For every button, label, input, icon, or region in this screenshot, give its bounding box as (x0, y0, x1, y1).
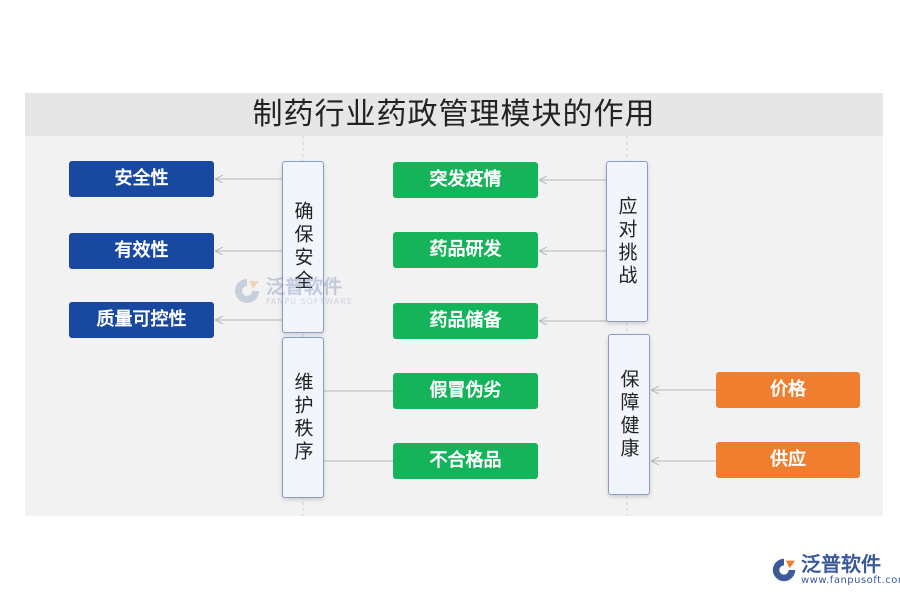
drug-reserve-box: 药品储备 (393, 303, 538, 339)
watermark-logo-icon (235, 279, 259, 303)
drug-rd-box: 药品研发 (393, 232, 538, 268)
nonconforming-box: 不合格品 (393, 443, 538, 479)
watermark-name: 泛普软件 (266, 275, 343, 298)
efficacy-box: 有效性 (69, 233, 214, 269)
brand-logo: 泛普软件 www.fanpusoft.com (770, 553, 900, 586)
title-bar (25, 93, 883, 136)
hub-ensure-safety: 确保安全 (282, 161, 324, 333)
hub-meet-challenges: 应对挑战 (606, 161, 648, 322)
hub-maintain-order-label: 维护秩序 (291, 371, 314, 464)
hub-protect-health-label: 保障健康 (617, 368, 640, 461)
diagram-title: 制药行业药政管理模块的作用 (252, 97, 656, 132)
epidemic-box: 突发疫情 (393, 162, 538, 198)
safety-box: 安全性 (69, 161, 214, 197)
hub-maintain-order: 维护秩序 (282, 337, 324, 498)
watermark-sub: FANPU SOFTWARE (266, 296, 353, 306)
watermark: 泛普软件 FANPU SOFTWARE (232, 276, 353, 306)
supply-box: 供应 (716, 442, 860, 478)
quality-control-box: 质量可控性 (69, 302, 214, 338)
hub-ensure-safety-label: 确保安全 (291, 201, 314, 293)
hub-meet-challenges-label: 应对挑战 (615, 195, 638, 288)
price-box: 价格 (716, 372, 860, 408)
counterfeit-box: 假冒伪劣 (393, 373, 538, 409)
brand-url: www.fanpusoft.com (801, 575, 900, 586)
brand-name: 泛普软件 (801, 552, 881, 576)
brand-logo-icon (772, 558, 796, 581)
hub-protect-health: 保障健康 (608, 334, 650, 495)
